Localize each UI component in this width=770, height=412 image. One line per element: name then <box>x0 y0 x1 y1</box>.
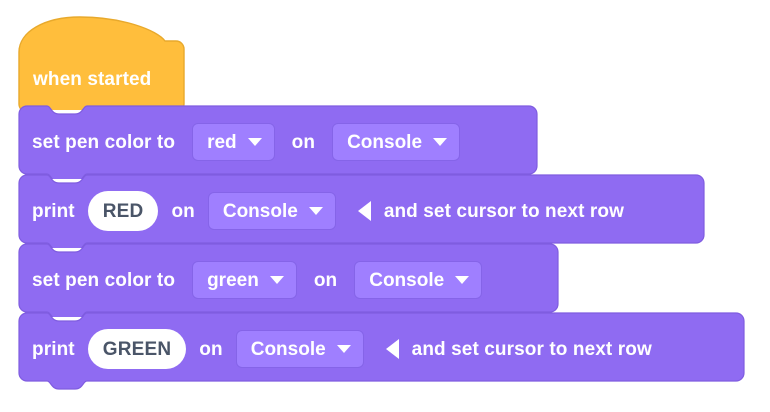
dropdown-pen-color-value: red <box>207 131 237 153</box>
dropdown-device-value: Console <box>347 131 423 153</box>
print-green-shape <box>18 312 745 390</box>
dropdown-device-value: Console <box>250 338 326 360</box>
when-started-shape <box>18 16 185 110</box>
dropdown-device[interactable]: Console <box>235 330 364 368</box>
dropdown-device[interactable]: Console <box>207 192 336 230</box>
text-input-message-value: GREEN <box>102 338 172 360</box>
block-label-and-set-cursor: and set cursor to next row <box>383 200 624 222</box>
chevron-down-icon <box>308 207 323 215</box>
dropdown-device[interactable]: Console <box>354 261 483 299</box>
block-print-red[interactable]: print RED on Console and set cursor to n… <box>18 174 713 248</box>
block-set-pen-color-green[interactable]: set pen color to green on Console <box>18 243 566 317</box>
block-label-when-started: when started <box>33 69 152 90</box>
block-label-and-set-cursor: and set cursor to next row <box>411 338 652 360</box>
chevron-down-icon <box>269 276 284 284</box>
block-print-green[interactable]: print GREEN on Console and set cursor to… <box>18 312 753 390</box>
block-label-set-pen-color: set pen color to <box>32 269 176 291</box>
text-input-message[interactable]: GREEN <box>87 329 187 369</box>
block-script-stack[interactable]: when started set pen color to red on Con… <box>18 14 753 390</box>
dropdown-pen-color[interactable]: green <box>192 261 297 299</box>
block-label-set-pen-color: set pen color to <box>32 131 176 153</box>
collapse-left-triangle-icon[interactable] <box>385 339 399 359</box>
chevron-down-icon <box>433 138 448 146</box>
block-label-print: print <box>32 338 75 360</box>
block-label-print: print <box>32 200 75 222</box>
text-input-message[interactable]: RED <box>87 191 159 231</box>
collapse-left-triangle-icon[interactable] <box>357 201 371 221</box>
chevron-down-icon <box>455 276 470 284</box>
dropdown-device-value: Console <box>369 269 445 291</box>
dropdown-pen-color[interactable]: red <box>192 123 275 161</box>
block-when-started[interactable]: when started <box>18 14 185 110</box>
text-input-message-value: RED <box>102 200 144 222</box>
dropdown-device-value: Console <box>222 200 298 222</box>
block-label-on: on <box>171 200 195 222</box>
chevron-down-icon <box>336 345 351 353</box>
dropdown-device[interactable]: Console <box>332 123 461 161</box>
block-set-pen-color-red[interactable]: set pen color to red on Console <box>18 105 546 179</box>
block-label-on: on <box>313 269 338 291</box>
dropdown-pen-color-value: green <box>207 269 259 291</box>
chevron-down-icon <box>247 138 262 146</box>
block-label-on: on <box>199 338 223 360</box>
block-label-on: on <box>291 131 316 153</box>
